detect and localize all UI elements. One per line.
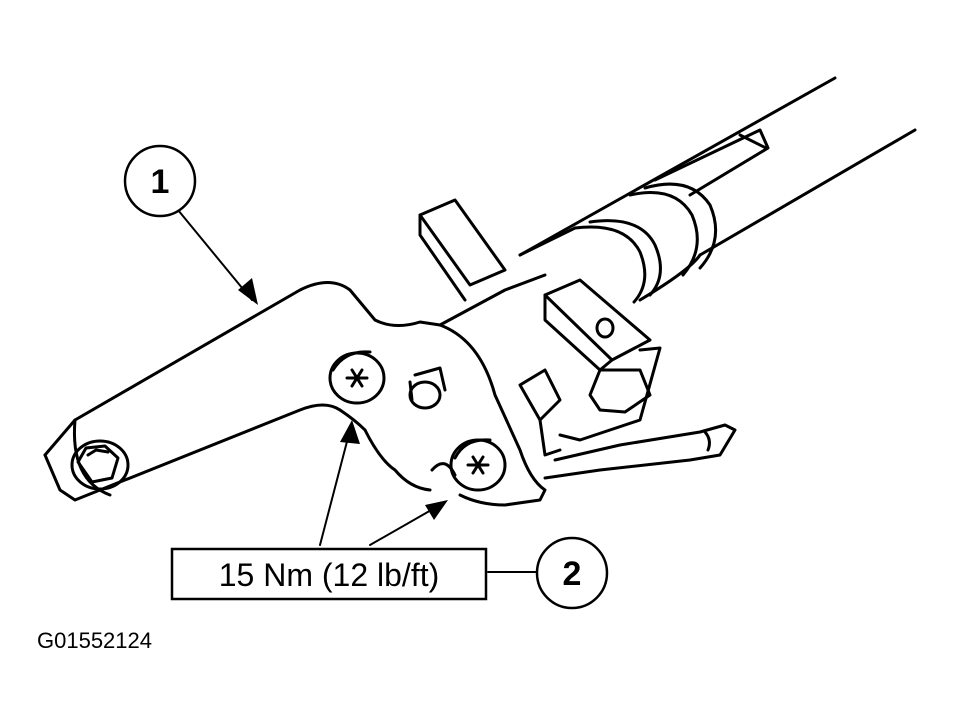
callout-2: 2 xyxy=(535,536,609,610)
arrowheads xyxy=(238,278,448,520)
column-tab xyxy=(418,198,507,302)
arrowhead-bolt-lower xyxy=(425,500,448,520)
mounting-bracket xyxy=(363,273,547,507)
arrowhead-item-1 xyxy=(238,278,258,305)
torque-label-box: 15 Nm (12 lb/ft) xyxy=(170,547,488,601)
leader-lines xyxy=(177,209,539,573)
callout-1: 1 xyxy=(123,144,197,218)
bolt-lower xyxy=(449,438,507,492)
torque-label: 15 Nm (12 lb/ft) xyxy=(219,557,440,593)
arrowhead-bolt-upper xyxy=(340,420,360,444)
figure-id: G01552124 xyxy=(37,628,152,653)
clamp-latch xyxy=(518,278,737,480)
callout-1-number: 1 xyxy=(151,163,170,201)
callout-2-number: 2 xyxy=(563,555,582,593)
steering-column-shaft xyxy=(518,76,917,304)
bolt-upper xyxy=(328,350,386,405)
nut xyxy=(70,439,130,491)
